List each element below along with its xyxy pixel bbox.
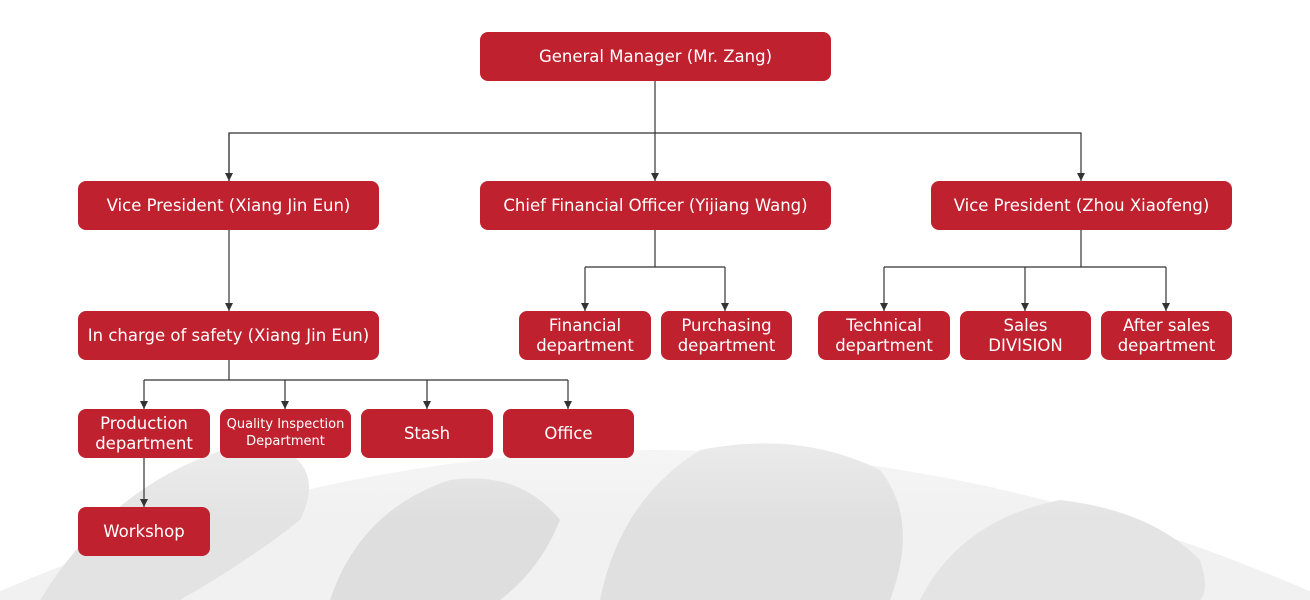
node-workshop: Workshop [78,507,210,556]
node-label-line1: Purchasing [681,315,772,335]
node-office: Office [503,409,634,458]
node-sales-division: Sales DIVISION [960,311,1091,360]
node-label-line2: department [835,335,933,355]
node-label: Office [544,423,593,443]
node-vp-xiang: Vice President (Xiang Jin Eun) [78,181,379,230]
node-label-line2: DIVISION [988,335,1063,355]
node-label-line1: Production [100,413,188,433]
node-label-line1: After sales [1123,315,1210,335]
node-label-line1: Financial [548,315,622,335]
node-label-line1: Sales [1003,315,1048,335]
node-label-line1: Quality Inspection [226,416,345,432]
node-stash: Stash [361,409,493,458]
node-quality-inspection-department: Quality Inspection Department [220,409,351,458]
node-label: In charge of safety (Xiang Jin Eun) [87,325,370,345]
node-label-line1: Technical [846,315,922,335]
node-label-line2: department [536,335,634,355]
node-label: Workshop [103,521,185,541]
node-label-line2: department [1117,335,1216,355]
node-label: Vice President (Xiang Jin Eun) [106,195,351,215]
node-production-department: Production department [78,409,210,458]
node-label: Vice President (Zhou Xiaofeng) [953,195,1210,215]
node-label-line2: department [95,433,193,453]
node-label-line2: department [677,335,776,355]
node-cfo: Chief Financial Officer (Yijiang Wang) [480,181,831,230]
node-label: Stash [403,423,451,443]
node-safety: In charge of safety (Xiang Jin Eun) [78,311,379,360]
node-financial-department: Financial department [519,311,651,360]
node-general-manager: General Manager (Mr. Zang) [480,32,831,81]
node-after-sales-department: After sales department [1101,311,1232,360]
node-label: General Manager (Mr. Zang) [538,46,773,66]
node-technical-department: Technical department [818,311,950,360]
node-label: Chief Financial Officer (Yijiang Wang) [503,195,808,215]
node-purchasing-department: Purchasing department [661,311,792,360]
node-label-line2: Department [246,433,325,449]
node-vp-zhou: Vice President (Zhou Xiaofeng) [931,181,1232,230]
